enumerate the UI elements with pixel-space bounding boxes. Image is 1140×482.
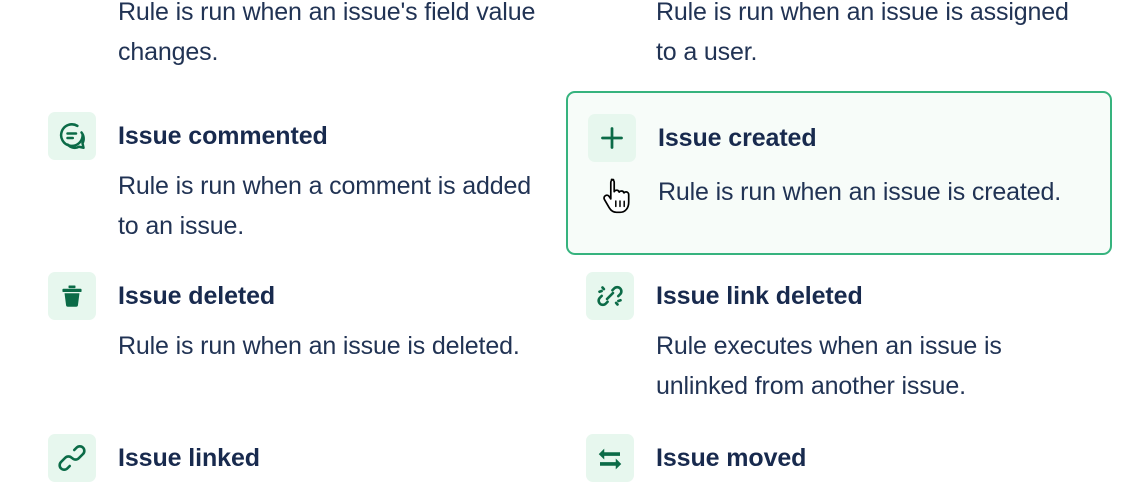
move-arrows-icon — [586, 434, 634, 482]
trigger-body: Rule is run when an issue is created. — [588, 172, 1098, 212]
trigger-header: Issue link deleted — [586, 272, 1056, 320]
trigger-description: Rule executes when an issue is unlinked … — [656, 332, 1002, 400]
chain-link-icon — [48, 434, 96, 482]
trigger-description: Rule is run when an issue is deleted. — [118, 332, 520, 360]
trigger-card-field-value-changed[interactable]: Rule is run when an issue's field value … — [48, 0, 535, 72]
trigger-title: Issue link deleted — [656, 281, 863, 310]
trigger-title: Issue created — [658, 123, 817, 152]
trigger-card-issue-link-deleted[interactable]: Issue link deleted Rule executes when an… — [586, 272, 1056, 406]
trigger-header: Issue moved — [586, 434, 1056, 482]
trigger-header: Issue commented — [48, 112, 518, 160]
trigger-description: Rule is run when a comment is added to a… — [118, 172, 532, 240]
trigger-body: Rule executes when an issue is unlinked … — [586, 326, 1096, 406]
trigger-title: Issue moved — [656, 443, 807, 472]
trigger-card-issue-commented[interactable]: Issue commented Rule is run when a comme… — [48, 112, 531, 246]
trigger-description: Rule is run when an issue is assigned to… — [656, 0, 1069, 66]
trigger-description: Rule is run when an issue is created. — [658, 178, 1061, 206]
trigger-body: Rule is run when an issue is deleted. — [48, 326, 558, 366]
comment-bubble-icon — [48, 112, 96, 160]
trigger-header: Issue deleted — [48, 272, 518, 320]
trigger-header: Issue created — [588, 114, 817, 162]
trigger-card-issue-moved[interactable]: Issue moved — [586, 434, 1056, 482]
trigger-title: Issue linked — [118, 443, 260, 472]
trigger-body: Rule is run when a comment is added to a… — [48, 166, 558, 246]
trigger-header: Issue linked — [48, 434, 518, 482]
plus-icon — [588, 114, 636, 162]
trash-can-icon — [48, 272, 96, 320]
trigger-card-issue-deleted[interactable]: Issue deleted Rule is run when an issue … — [48, 272, 520, 366]
trigger-title: Issue deleted — [118, 281, 276, 310]
trigger-card-issue-linked[interactable]: Issue linked — [48, 434, 518, 482]
trigger-card-issue-created-selected[interactable]: Issue created Rule is run when an issue … — [566, 91, 1112, 255]
broken-link-icon — [586, 272, 634, 320]
trigger-description: Rule is run when an issue's field value … — [118, 0, 536, 66]
trigger-title: Issue commented — [118, 121, 328, 150]
trigger-card-issue-assigned[interactable]: Rule is run when an issue is assigned to… — [586, 0, 1069, 72]
